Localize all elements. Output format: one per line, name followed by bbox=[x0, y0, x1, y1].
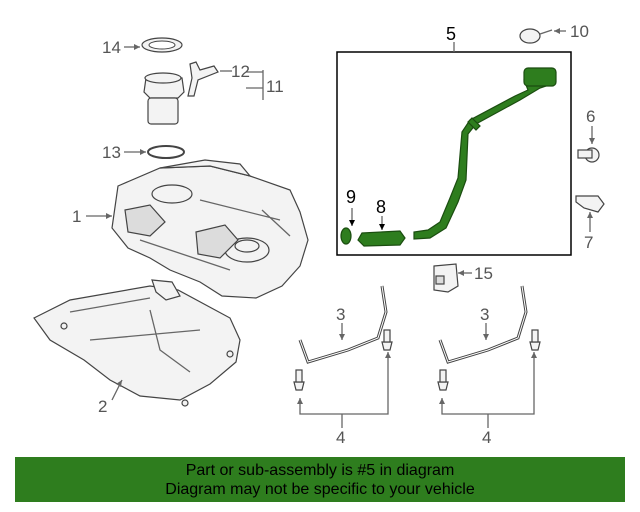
info-banner: Part or sub-assembly is #5 in diagram Di… bbox=[15, 457, 625, 502]
part-4-bolts[interactable] bbox=[293, 329, 541, 391]
part-14-lock-ring[interactable] bbox=[141, 37, 183, 53]
callout-13: 13 bbox=[102, 143, 121, 162]
callout-5: 5 bbox=[446, 24, 456, 44]
part-13-seal[interactable] bbox=[147, 145, 185, 159]
part-3-strap-right[interactable] bbox=[438, 285, 528, 364]
callout-6: 6 bbox=[586, 107, 595, 126]
part-7-clip[interactable] bbox=[575, 195, 605, 213]
part-12-sender[interactable] bbox=[187, 61, 219, 97]
callout-15: 15 bbox=[474, 264, 493, 283]
part-3-strap-left[interactable] bbox=[298, 285, 388, 364]
callout-3-right: 3 bbox=[480, 305, 489, 324]
callout-8: 8 bbox=[376, 197, 386, 217]
banner-line-1: Part or sub-assembly is #5 in diagram bbox=[185, 462, 455, 479]
banner-line-2: Diagram may not be specific to your vehi… bbox=[165, 481, 475, 498]
leader-lines bbox=[86, 30, 593, 428]
callout-14: 14 bbox=[102, 38, 121, 57]
arrowheads bbox=[106, 28, 595, 404]
callout-9: 9 bbox=[346, 187, 356, 207]
callout-11: 11 bbox=[266, 77, 284, 96]
callout-10: 10 bbox=[570, 22, 589, 41]
callout-2: 2 bbox=[98, 397, 107, 416]
part-6-bolt[interactable] bbox=[577, 147, 600, 163]
callout-7: 7 bbox=[584, 233, 593, 252]
part-9-clamp[interactable] bbox=[340, 227, 352, 245]
part-10-tether[interactable] bbox=[519, 28, 553, 44]
callout-1: 1 bbox=[72, 207, 81, 226]
part-1-fuel-tank[interactable] bbox=[111, 159, 309, 299]
part-5-filler-pipe[interactable] bbox=[413, 67, 557, 240]
part-15-bracket[interactable] bbox=[433, 263, 459, 293]
callout-12: 12 bbox=[231, 62, 250, 81]
parts-diagram: 5 9 8 1 2 14 13 12 11 10 6 7 15 3 3 4 4 bbox=[33, 22, 605, 447]
callout-3-left: 3 bbox=[336, 305, 345, 324]
callout-4-left: 4 bbox=[336, 428, 345, 447]
callout-4-right: 4 bbox=[482, 428, 491, 447]
part-11-fuel-pump[interactable] bbox=[143, 72, 185, 125]
part-2-heat-shield[interactable] bbox=[33, 279, 241, 407]
part-8-hose[interactable] bbox=[357, 230, 406, 247]
